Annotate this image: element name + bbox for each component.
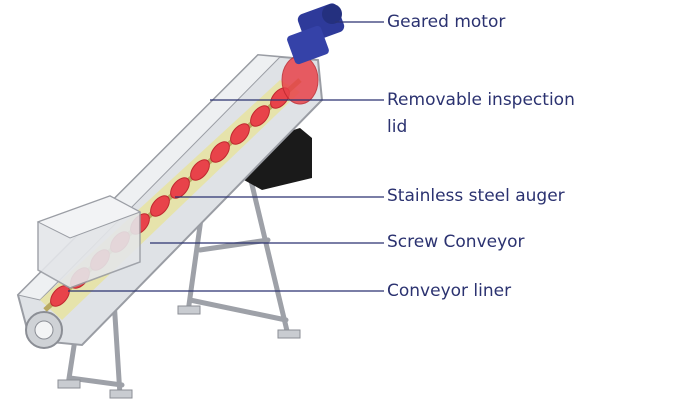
inlet-opening — [34, 320, 54, 340]
foot-plate — [177, 305, 201, 315]
auger-flight — [250, 105, 270, 127]
geared-motor-label: Geared motor — [387, 12, 506, 32]
foot-plate — [109, 389, 133, 399]
motor-end-cap — [322, 4, 342, 24]
auger-flight — [230, 123, 250, 145]
front-leg-right — [111, 297, 123, 398]
auger-label: Stainless steel auger — [387, 186, 565, 206]
support-frame — [65, 165, 291, 398]
inspection-lid-label-line2: lid — [387, 117, 408, 137]
foot-plate — [57, 379, 81, 389]
front-brace — [67, 375, 125, 388]
inspection-lid-label-line1: Removable inspection — [387, 90, 575, 110]
rear-leg-right — [245, 165, 291, 338]
rear-brace — [187, 297, 289, 323]
geared-motor — [287, 3, 345, 65]
hopper-top — [36, 195, 142, 239]
foot-plate — [277, 329, 301, 339]
conveyor-liner-label: Conveyor liner — [387, 281, 512, 301]
leader-lines — [68, 21, 384, 292]
auger-flight — [150, 195, 170, 217]
foot-plates — [57, 305, 301, 399]
auger-flight — [190, 159, 210, 181]
auger-flight — [210, 141, 230, 163]
motor-gear-head — [287, 25, 329, 65]
auger-flight — [170, 177, 190, 199]
screw-conveyor-label: Screw Conveyor — [387, 232, 525, 252]
rear-cross — [197, 237, 271, 253]
